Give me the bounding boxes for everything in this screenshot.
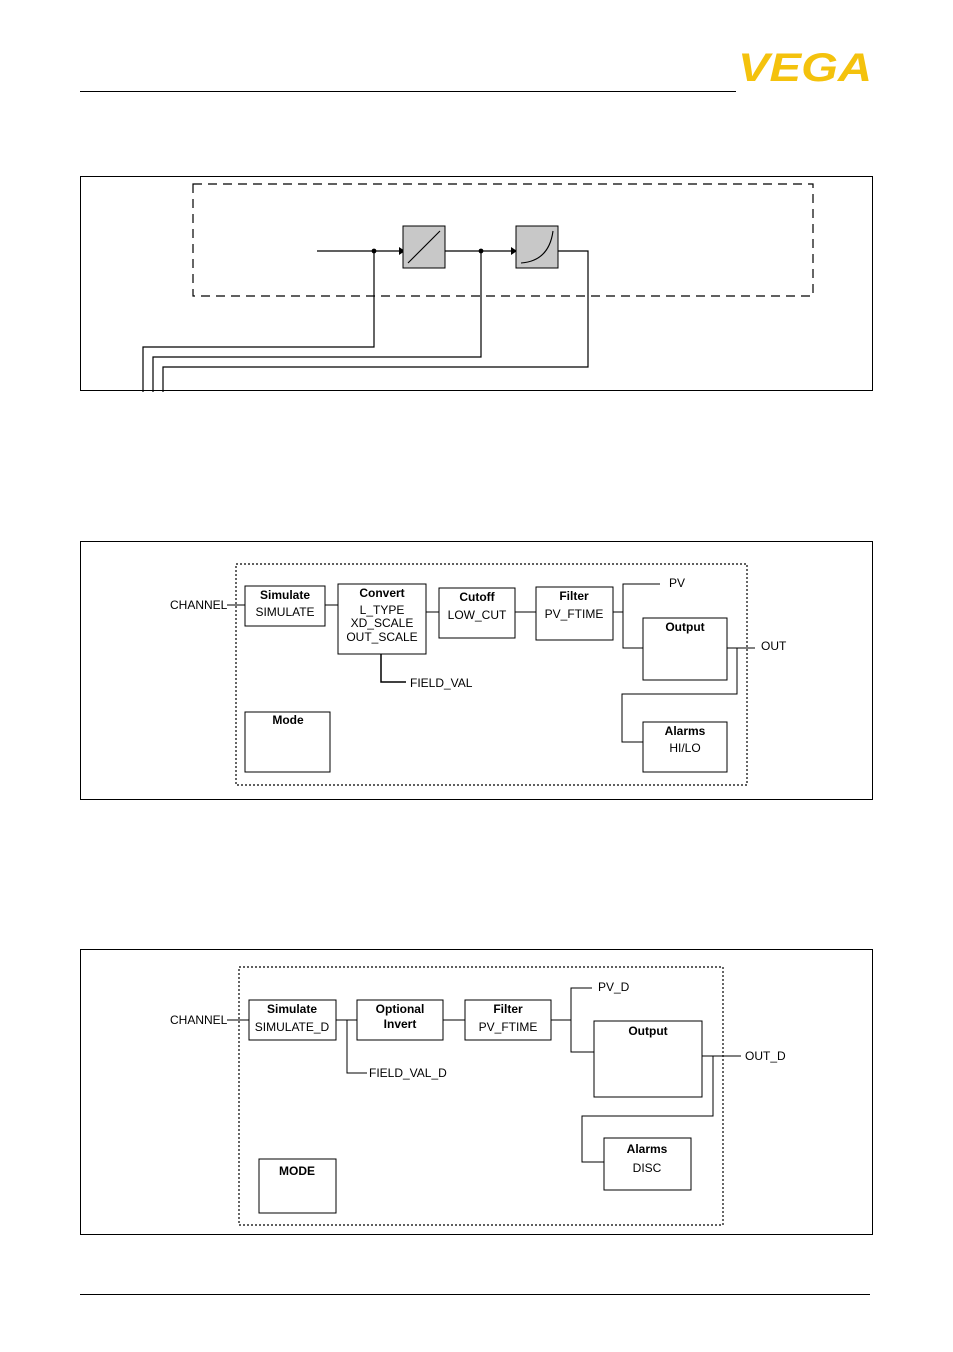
route-line-3 bbox=[163, 251, 588, 392]
diagram-2-frame: CHANNEL Simulate SIMULATE Convert L_TYPE… bbox=[80, 541, 873, 800]
alarms-param: DISC bbox=[633, 1161, 662, 1175]
diagram-3: CHANNEL Simulate SIMULATE_D FIELD_VAL_D … bbox=[81, 950, 874, 1236]
mode-title: Mode bbox=[272, 713, 304, 727]
simulate-block: Simulate SIMULATE bbox=[245, 586, 325, 626]
filter-block: Filter PV_FTIME bbox=[536, 587, 613, 640]
cutoff-param: LOW_CUT bbox=[448, 608, 507, 622]
channel-label: CHANNEL bbox=[170, 598, 228, 612]
pv-d-label: PV_D bbox=[598, 980, 630, 994]
vega-logo: VEGA bbox=[738, 48, 874, 86]
diagram-1 bbox=[81, 177, 874, 392]
mode-block: MODE bbox=[259, 1159, 336, 1213]
route-line-2 bbox=[153, 251, 481, 392]
mode-title: MODE bbox=[279, 1164, 315, 1178]
field-val-d-label: FIELD_VAL_D bbox=[369, 1066, 447, 1080]
simulate-title: Simulate bbox=[267, 1002, 317, 1016]
route-line-1 bbox=[143, 251, 374, 392]
diagram-1-frame bbox=[80, 176, 873, 391]
output-block: Output bbox=[643, 618, 727, 680]
alarms-param: HI/LO bbox=[669, 741, 700, 755]
header-rule bbox=[80, 91, 736, 92]
nonlinear-characteristic-block bbox=[516, 226, 558, 268]
filter-block: Filter PV_FTIME bbox=[465, 1000, 551, 1040]
simulate-block: Simulate SIMULATE_D bbox=[249, 1000, 336, 1040]
linear-characteristic-block bbox=[403, 226, 445, 268]
footer-rule bbox=[80, 1294, 870, 1295]
diagram-2: CHANNEL Simulate SIMULATE Convert L_TYPE… bbox=[81, 542, 874, 801]
out-label: OUT bbox=[761, 639, 787, 653]
alarms-title: Alarms bbox=[627, 1142, 668, 1156]
alarms-title: Alarms bbox=[665, 724, 706, 738]
output-title: Output bbox=[628, 1024, 667, 1038]
mode-block: Mode bbox=[245, 712, 330, 772]
convert-param: XD_SCALE bbox=[351, 616, 414, 630]
convert-param: L_TYPE bbox=[360, 603, 405, 617]
convert-title: Convert bbox=[359, 586, 404, 600]
invert-title: Invert bbox=[384, 1017, 417, 1031]
alarms-block: Alarms HI/LO bbox=[643, 722, 727, 772]
vega-logo-text: VEGA bbox=[738, 48, 872, 86]
filter-param: PV_FTIME bbox=[545, 607, 604, 621]
cutoff-block: Cutoff LOW_CUT bbox=[439, 588, 515, 638]
out-d-label: OUT_D bbox=[745, 1049, 786, 1063]
convert-block: Convert L_TYPE XD_SCALE OUT_SCALE bbox=[338, 584, 426, 654]
optional-invert-block: Optional Invert bbox=[357, 1000, 443, 1040]
pv-label: PV bbox=[669, 576, 685, 590]
simulate-param: SIMULATE_D bbox=[255, 1020, 330, 1034]
field-val-label: FIELD_VAL bbox=[410, 676, 473, 690]
output-title: Output bbox=[665, 620, 704, 634]
simulate-param: SIMULATE bbox=[255, 605, 314, 619]
alarms-block: Alarms DISC bbox=[604, 1138, 691, 1190]
filter-title: Filter bbox=[559, 589, 589, 603]
channel-label: CHANNEL bbox=[170, 1013, 228, 1027]
simulate-title: Simulate bbox=[260, 588, 310, 602]
cutoff-title: Cutoff bbox=[459, 590, 495, 604]
transducer-boundary bbox=[193, 184, 813, 296]
invert-title: Optional bbox=[376, 1002, 425, 1016]
filter-param: PV_FTIME bbox=[479, 1020, 538, 1034]
output-block: Output bbox=[594, 1021, 702, 1097]
filter-title: Filter bbox=[493, 1002, 523, 1016]
convert-param: OUT_SCALE bbox=[346, 630, 417, 644]
diagram-3-frame: CHANNEL Simulate SIMULATE_D FIELD_VAL_D … bbox=[80, 949, 873, 1235]
